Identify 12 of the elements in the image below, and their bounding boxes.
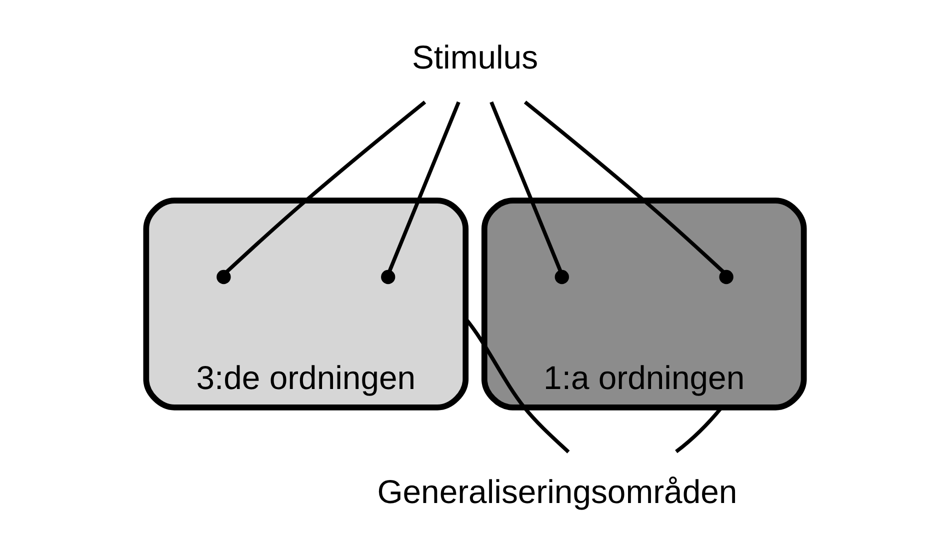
cluster: 1:a ordningen <box>480 198 806 410</box>
connector <box>225 100 426 274</box>
connector <box>489 101 562 272</box>
node-text: Stimulus <box>411 38 538 76</box>
cluster: 3:de ordningen <box>142 198 468 410</box>
connector <box>387 101 460 272</box>
connector <box>523 100 724 274</box>
node-circle <box>718 270 733 284</box>
node-circle <box>554 270 568 284</box>
node-circle <box>216 270 230 284</box>
node-text: Generaliseringsområden <box>376 472 737 510</box>
node-circle <box>380 270 395 284</box>
